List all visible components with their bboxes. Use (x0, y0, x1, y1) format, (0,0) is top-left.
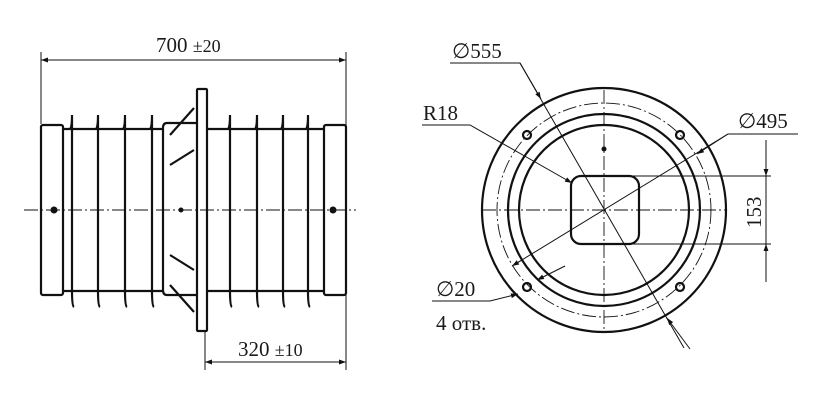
inner-circle (517, 123, 691, 297)
side-view: 700 ±20 320 ±10 (24, 33, 356, 370)
hole-count-note: 4 отв. (436, 311, 486, 335)
mounting-flange-plate (195, 87, 209, 333)
leader-outer-diameter (450, 62, 685, 349)
center-mark-left (50, 206, 58, 214)
flange-offset-label: 320 ±10 (238, 337, 303, 361)
opening-height-label: 153 (742, 197, 766, 229)
center-mark-right (329, 206, 337, 214)
bolt-hole (674, 129, 686, 141)
front-view: ∅555 R18 ∅495 153 ∅20 4 отв. (422, 39, 798, 350)
hole-diameter-label: ∅20 (436, 277, 475, 301)
square-opening (569, 174, 641, 246)
overall-length-label: 700 ±20 (156, 33, 221, 57)
center-mark (601, 146, 607, 152)
right-end-ring (322, 123, 348, 297)
center-mark-middle (178, 207, 184, 213)
bolt-hole (521, 281, 533, 293)
leader-hole-diameter (432, 293, 519, 302)
bolt-circle-label: ∅495 (738, 109, 788, 133)
bolt-hole (521, 129, 533, 141)
middle-circle (506, 112, 702, 308)
corner-radius-label: R18 (423, 101, 458, 125)
bolt-circle (496, 102, 712, 318)
outer-diameter-label: ∅555 (452, 39, 502, 63)
left-end-ring (39, 123, 65, 297)
ribs (69, 114, 311, 308)
bolt-holes (521, 129, 686, 293)
gussets (169, 107, 195, 313)
bolt-hole (674, 281, 686, 293)
central-sleeve (161, 121, 197, 297)
outer-circle (480, 86, 728, 334)
leader-corner-radius (422, 124, 573, 184)
